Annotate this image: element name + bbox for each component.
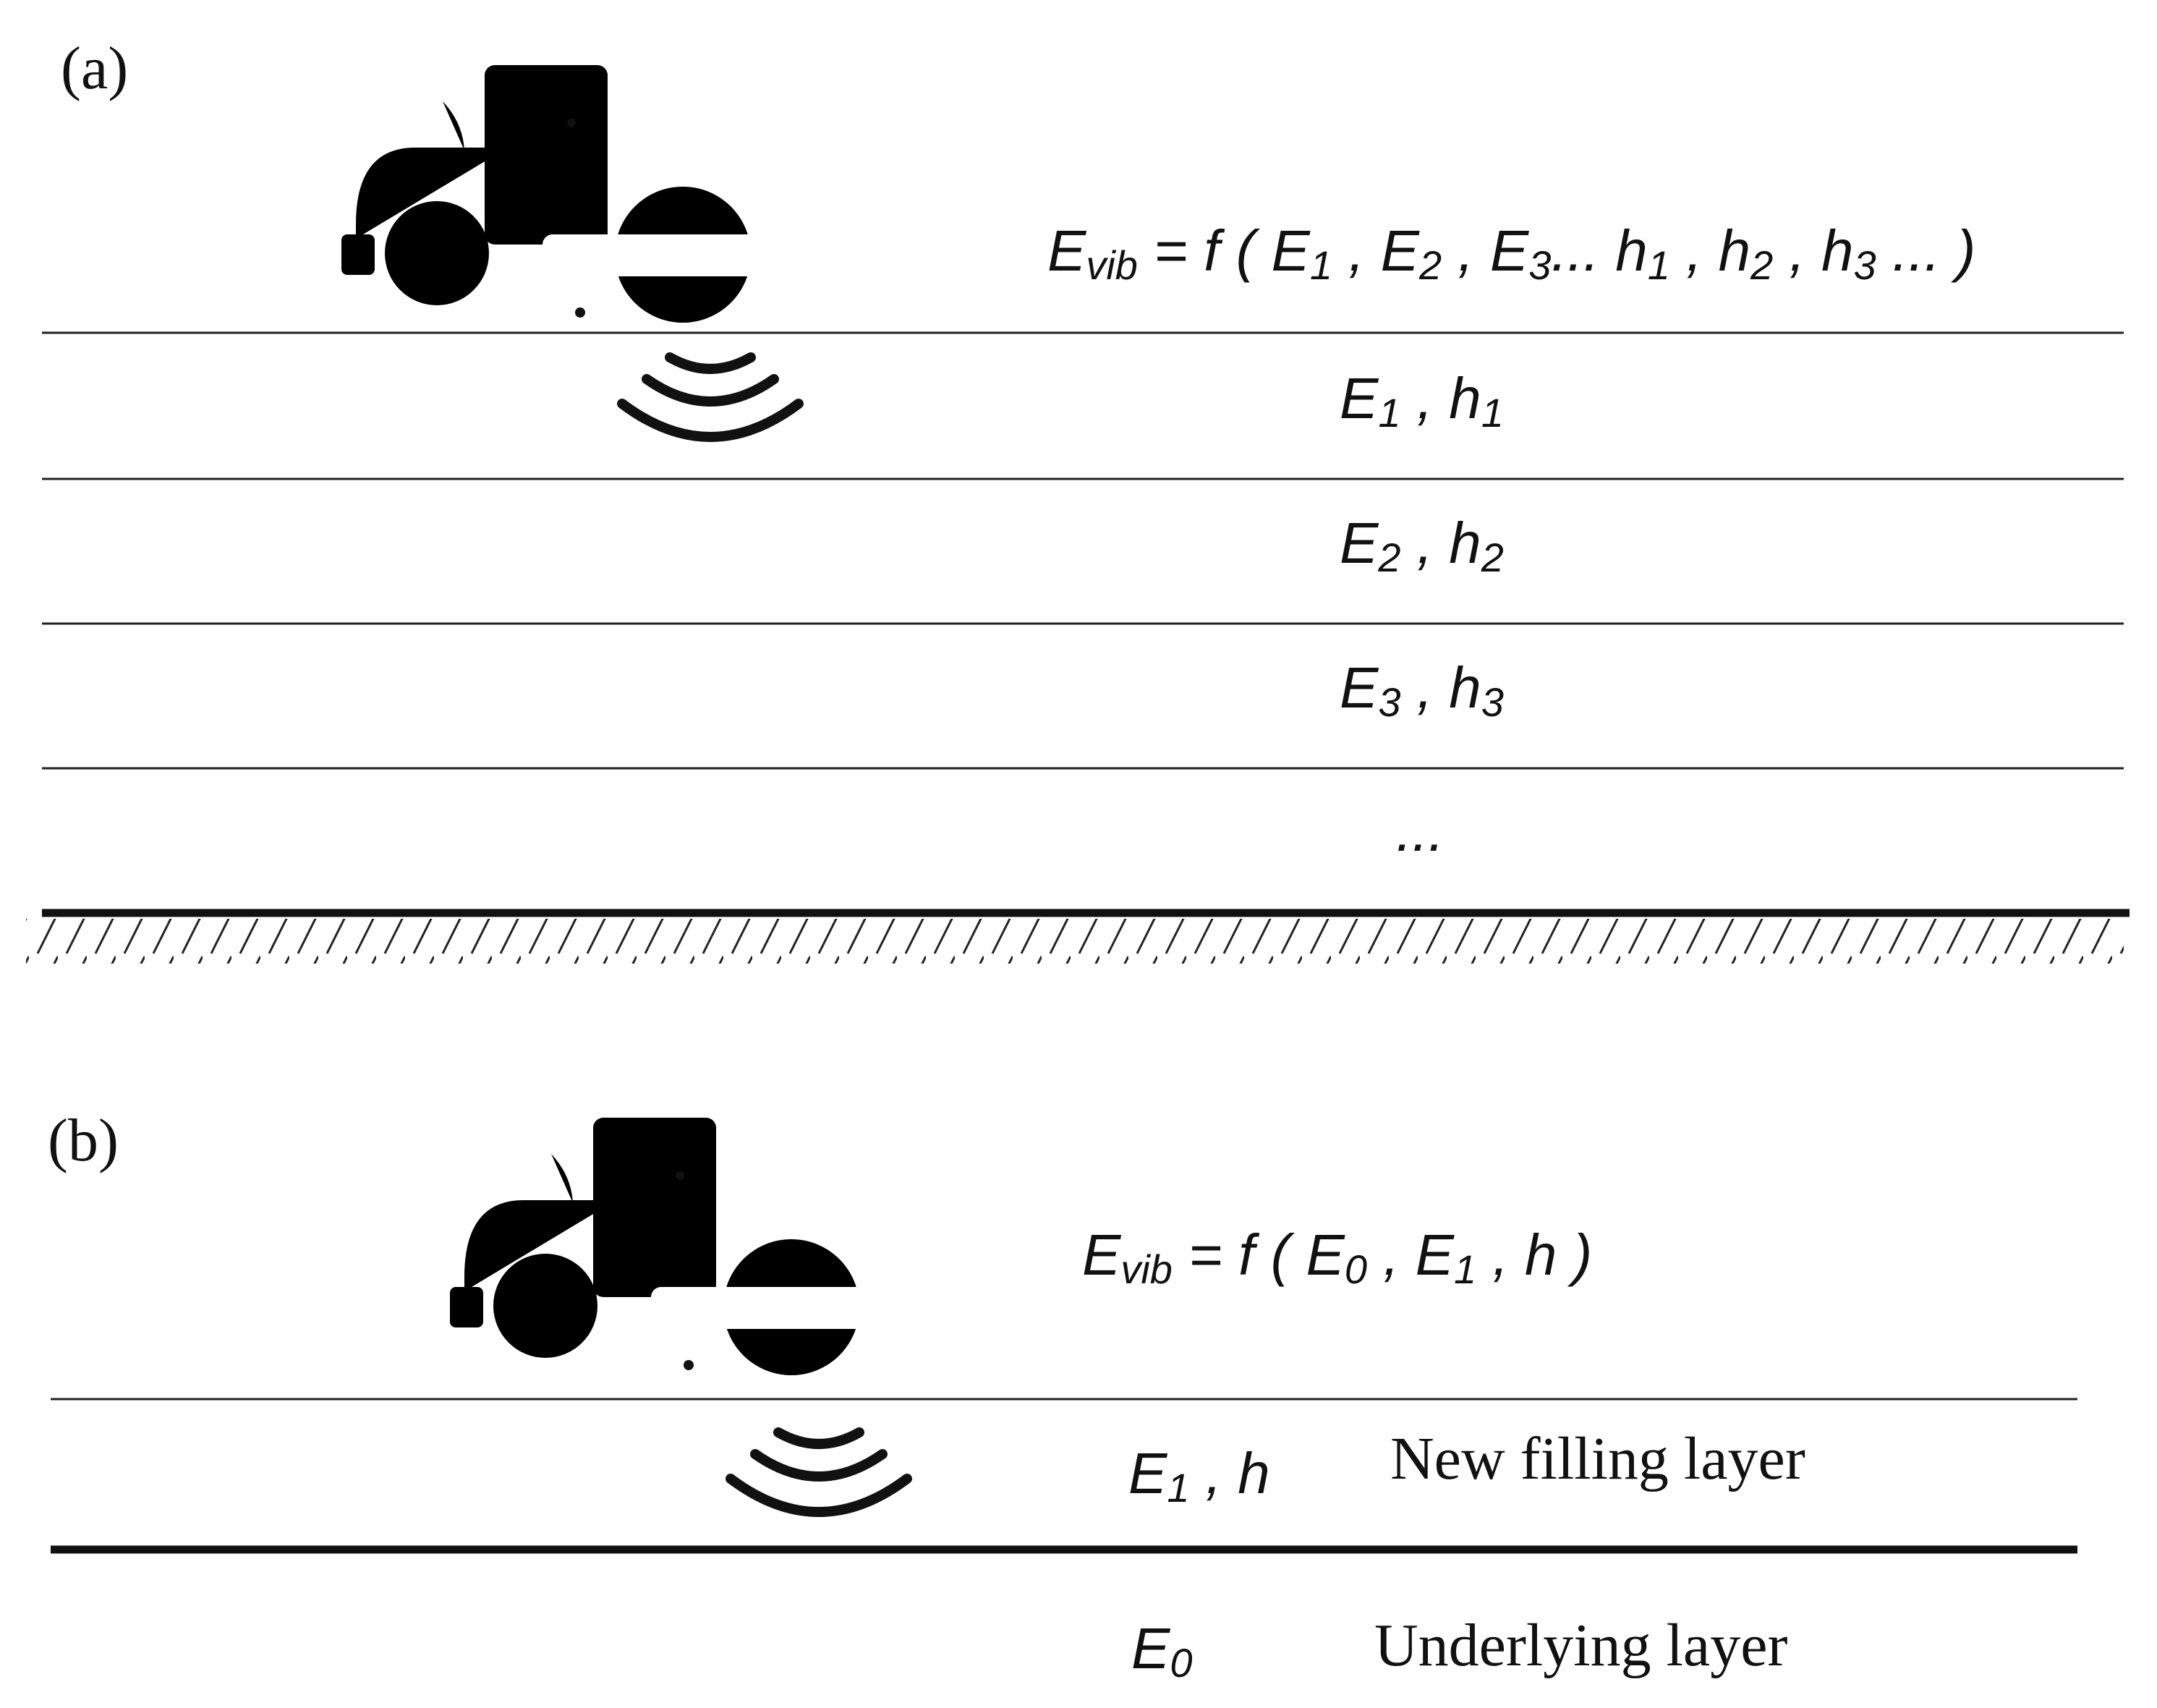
panel-a: (a) Evib = f ( E1 , E2 , E3... h1 , h2 ,… bbox=[26, 35, 2130, 964]
new-layer-parameters: E1 , h bbox=[1128, 1441, 1270, 1511]
bedrock-hatching bbox=[26, 919, 2124, 964]
panel-a-label: (a) bbox=[61, 35, 128, 102]
compactor-roller-icon bbox=[450, 1118, 913, 1375]
layer-3-parameters: E3 , h3 bbox=[1340, 655, 1504, 725]
vibration-waves-icon bbox=[617, 352, 804, 442]
layer-2-parameters: E2 , h2 bbox=[1340, 511, 1504, 580]
underlying-layer-parameter: E0 bbox=[1131, 1616, 1193, 1686]
panel-b-label: (b) bbox=[48, 1107, 119, 1174]
panel-a-formula: Evib = f ( E1 , E2 , E3... h1 , h2 , h3 … bbox=[1047, 218, 1975, 288]
vibration-waves-icon bbox=[726, 1427, 912, 1517]
underlying-layer-label: Underlying layer bbox=[1374, 1612, 1787, 1679]
more-layers-ellipsis: ... bbox=[1396, 799, 1445, 863]
new-filling-layer-label: New filling layer bbox=[1390, 1425, 1805, 1492]
layer-1-parameters: E1 , h1 bbox=[1340, 366, 1504, 436]
panel-b-formula: Evib = f ( E0 , E1 , h ) bbox=[1082, 1223, 1592, 1292]
compactor-roller-icon bbox=[341, 65, 804, 323]
panel-b: (b) Evib = f ( E0 , E1 , h ) E1 , h New … bbox=[48, 1107, 2077, 1686]
